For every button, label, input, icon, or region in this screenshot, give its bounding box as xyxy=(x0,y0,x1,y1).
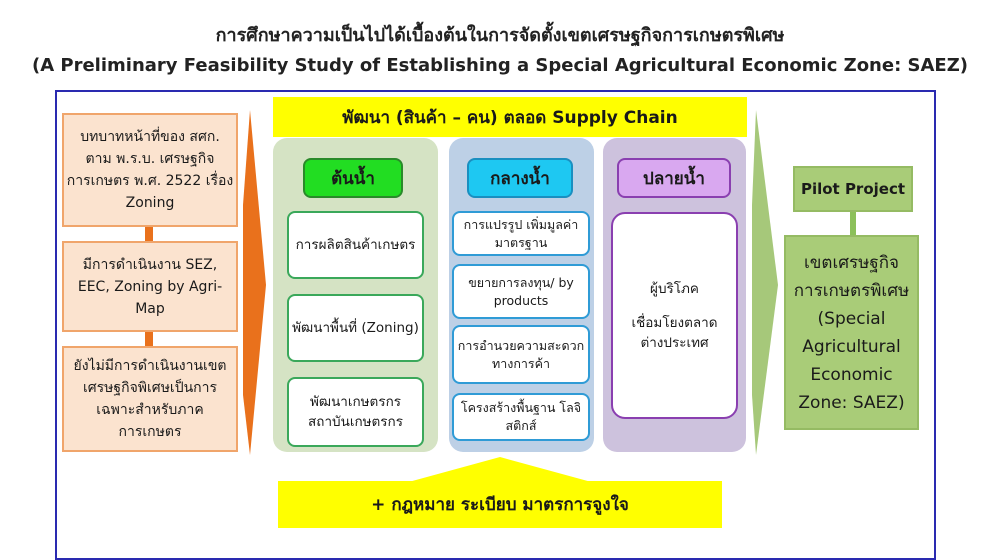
left-box-role: บทบาทหน้าที่ของ สศก. ตาม พ.ร.บ. เศรษฐกิจ… xyxy=(62,113,238,227)
title-thai: การศึกษาความเป็นไปได้เบื้องต้นในการจัดตั… xyxy=(215,25,785,46)
midstream-header: กลางน้ำ xyxy=(467,158,573,198)
midstream-item: การแปรรูป เพิ่มมูลค่า มาตรฐาน xyxy=(452,211,590,256)
yellow-up-arrow-icon xyxy=(405,457,595,483)
upstream-item: พัฒนาพื้นที่ (Zoning) xyxy=(287,294,424,362)
upstream-item: การผลิตสินค้าเกษตร xyxy=(287,211,424,279)
connector xyxy=(850,212,856,235)
connector xyxy=(145,227,153,241)
orange-chevron-arrow-icon xyxy=(243,110,266,455)
downstream-item: เชื่อมโยงตลาดต่างประเทศ xyxy=(631,314,718,351)
top-banner: พัฒนา (สินค้า – คน) ตลอด Supply Chain xyxy=(273,97,747,137)
midstream-item: การอำนวยความสะดวกทางการค้า xyxy=(452,325,590,384)
green-chevron-arrow-icon xyxy=(752,110,778,455)
title-english: (A Preliminary Feasibility Study of Esta… xyxy=(31,55,969,76)
midstream-item: ขยายการลงทุน/ by products xyxy=(452,264,590,319)
pilot-project-box: Pilot Project xyxy=(793,166,913,212)
connector xyxy=(145,332,153,346)
upstream-header: ต้นน้ำ xyxy=(303,158,403,198)
left-box-gap: ยังไม่มีการดำเนินงานเขตเศรษฐกิจพิเศษเป็น… xyxy=(62,346,238,452)
downstream-box: ผู้บริโภค เชื่อมโยงตลาดต่างประเทศ xyxy=(611,212,738,419)
bottom-banner: + กฎหมาย ระเบียบ มาตรการจูงใจ xyxy=(278,481,722,528)
midstream-item: โครงสร้างพื้นฐาน โลจิสติกส์ xyxy=(452,393,590,441)
saez-box: เขตเศรษฐกิจการเกษตรพิเศษ (Special Agricu… xyxy=(784,235,919,430)
upstream-item: พัฒนาเกษตรกร สถาบันเกษตรกร xyxy=(287,377,424,447)
left-box-operations: มีการดำเนินงาน SEZ, EEC, Zoning by Agri-… xyxy=(62,241,238,332)
downstream-header: ปลายน้ำ xyxy=(617,158,731,198)
downstream-item: ผู้บริโภค xyxy=(650,280,699,297)
